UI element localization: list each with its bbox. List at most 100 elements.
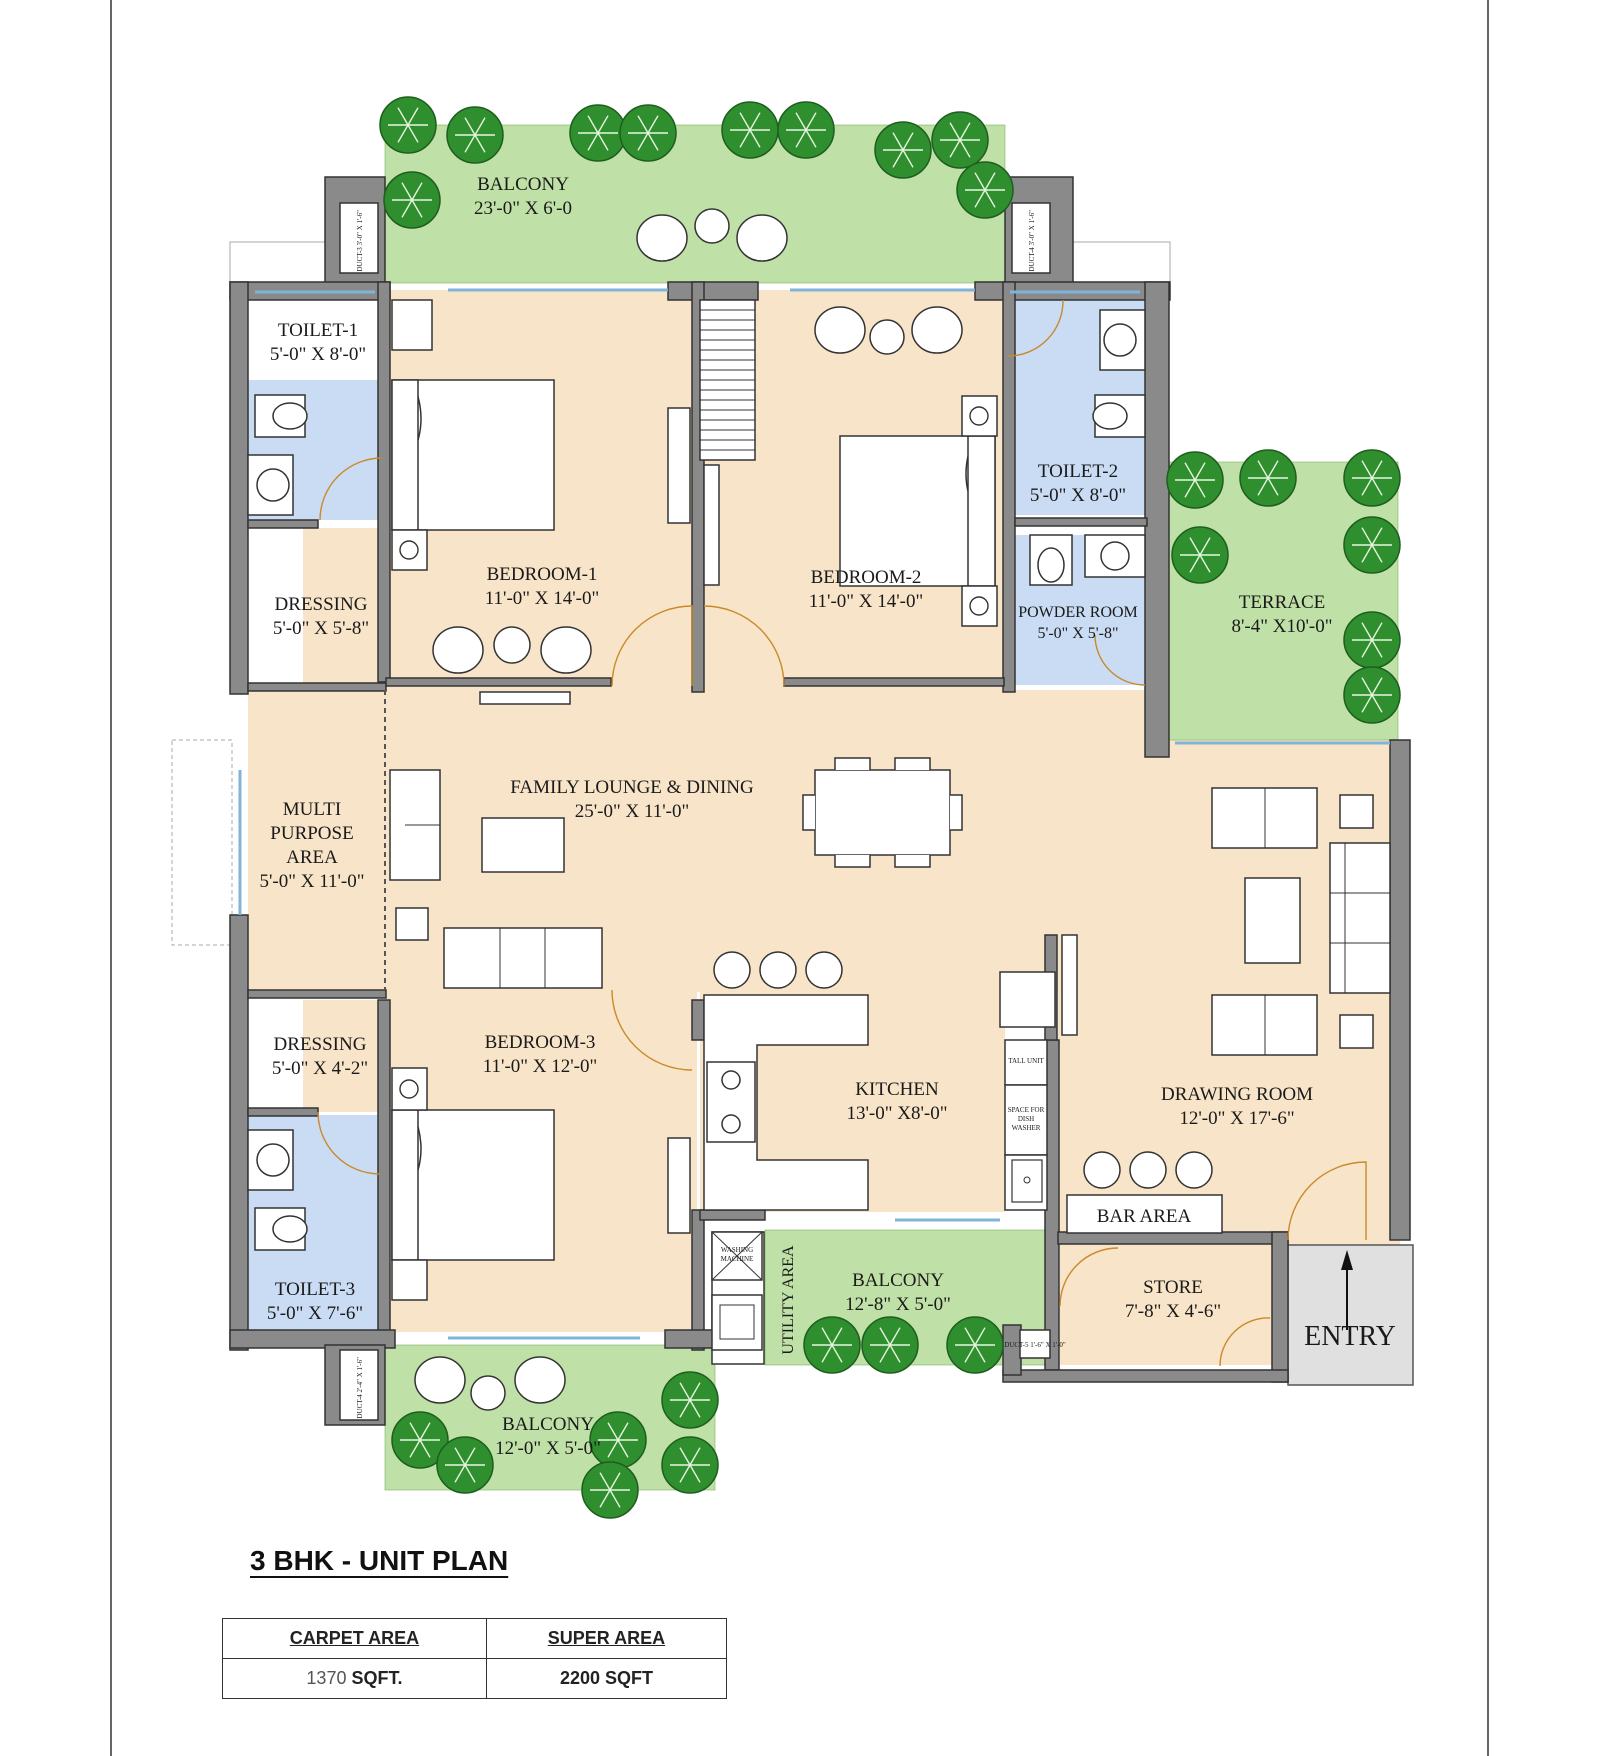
tree-icon [1239, 449, 1297, 507]
duct-4-box-top [1011, 202, 1051, 274]
toilet1-size: 5'-0" X 8'-0" [270, 344, 366, 365]
wardrobe-drawing [1061, 934, 1078, 1036]
tree-icon [1343, 516, 1401, 574]
toilet2-name: TOILET-2 [1038, 461, 1118, 482]
dining-table [802, 757, 963, 868]
balcony-top-size: 23'-0" X 6'-0 [474, 198, 572, 219]
carpet-area-value: 1370 [306, 1668, 347, 1688]
tree-icon [931, 111, 989, 169]
duct-5-box [1019, 1329, 1051, 1359]
multi-line3: AREA [286, 847, 338, 868]
bed-bedroom3 [391, 1067, 555, 1301]
entry-arrow-icon [1341, 1250, 1353, 1330]
tree-icon [379, 96, 437, 154]
terrace-size: 8'-4" X10'-0" [1232, 616, 1333, 637]
store-size: 7'-8" X 4'-6" [1125, 1301, 1221, 1322]
dish-label-2: DISH [1018, 1115, 1034, 1123]
toilet1-fixtures [247, 394, 308, 516]
tree-icon [661, 1371, 719, 1429]
toilet1-name: TOILET-1 [278, 320, 358, 341]
duct-5-label: DUCT-5 1'-6" X 1'-0" [1004, 1341, 1066, 1349]
tree-icon [803, 1316, 861, 1374]
multi-line2: PURPOSE [270, 823, 353, 844]
tree-icon [777, 101, 835, 159]
tree-icon [391, 1411, 449, 1469]
washing-label-1: WASHING [721, 1246, 753, 1254]
balcony-bottom-name: BALCONY [502, 1414, 594, 1435]
duct-4-box-bottom [339, 1349, 379, 1421]
family-lounge-size: 25'-0" X 11'-0" [575, 801, 690, 822]
tree-icon [446, 106, 504, 164]
toilet3-size: 5'-0" X 7'-6" [267, 1303, 363, 1324]
duct-4-bottom-label: DUCT-4 2'-4" X 1'-6" [356, 1357, 364, 1419]
tree-icon [861, 1316, 919, 1374]
staircase [699, 299, 756, 461]
tree-icon [721, 101, 779, 159]
tree-icon [661, 1436, 719, 1494]
tree-icon [956, 161, 1014, 219]
lounge-furniture [384, 690, 603, 990]
wardrobe-bedroom1 [667, 407, 691, 524]
tree-icon [569, 104, 627, 162]
bedroom3-size: 11'-0" X 12'-0" [483, 1056, 598, 1077]
toilet2-size: 5'-0" X 8'-0" [1030, 485, 1126, 506]
powder-size: 5'-0" X 5'-8" [1037, 625, 1118, 642]
dressing2-name: DRESSING [274, 1034, 367, 1055]
drawing-room-size: 12'-0" X 17'-6" [1179, 1108, 1294, 1129]
bedroom3-name: BEDROOM-3 [485, 1032, 596, 1053]
plan-title: 3 BHK - UNIT PLAN [250, 1545, 509, 1576]
terrace-name: TERRACE [1239, 592, 1326, 613]
dish-label-1: SPACE FOR [1008, 1106, 1045, 1114]
super-area-value: 2200 SQFT [485, 1658, 728, 1699]
powder-fixtures [1029, 534, 1146, 586]
kitchen-stools [713, 951, 843, 989]
trees [379, 96, 1401, 1519]
toilet2-fixtures [1092, 309, 1146, 438]
tree-icon [436, 1436, 494, 1494]
washing-label-2: MACHINE [721, 1255, 754, 1263]
powder-name: POWDER ROOM [1018, 604, 1138, 621]
balcony-mid-size: 12'-8" X 5'-0" [845, 1294, 951, 1315]
door-arcs [317, 299, 1367, 1367]
wardrobe-bedroom3 [667, 1137, 691, 1234]
bar-area-label: BAR AREA [1097, 1206, 1192, 1227]
carpet-area-unit: SQFT. [351, 1668, 403, 1688]
super-area-header: SUPER AREA [485, 1618, 728, 1659]
area-table: CARPET AREA SUPER AREA 1370 SQFT. 2200 S… [222, 1618, 728, 1699]
bar-stools [1066, 1151, 1223, 1234]
sitting-set-balcony-bottom [414, 1356, 566, 1411]
store-floor [1060, 1245, 1275, 1365]
tree-icon [581, 1461, 639, 1519]
tree-icon [1343, 666, 1401, 724]
tree-icon [589, 1411, 647, 1469]
area-table-header-row: CARPET AREA SUPER AREA [222, 1618, 728, 1659]
tree-icon [946, 1316, 1004, 1374]
tree-icon [1343, 611, 1401, 669]
tree-icon [383, 171, 441, 229]
bedroom2-size: 11'-0" X 14'-0" [809, 591, 924, 612]
sitting-set-bedroom1 [432, 626, 592, 674]
wardrobe-bedroom2 [703, 464, 720, 586]
dressing2-size: 5'-0" X 4'-2" [272, 1058, 368, 1079]
balcony-mid-name: BALCONY [852, 1270, 944, 1291]
multi-line1: MULTI [283, 799, 341, 820]
toilet3-fixtures [247, 1129, 308, 1251]
drawing-room-name: DRAWING ROOM [1161, 1084, 1313, 1105]
duct-3-box [339, 202, 379, 274]
kitchen-size: 13'-0" X8'-0" [847, 1103, 948, 1124]
tree-icon [1343, 449, 1401, 507]
area-table-value-row: 1370 SQFT. 2200 SQFT [222, 1658, 728, 1699]
utility-fixtures [711, 1231, 763, 1351]
carpet-area-cell: 1370 SQFT. [222, 1658, 487, 1699]
sitting-set-balcony-top [636, 208, 788, 262]
dish-label-3: WASHER [1012, 1124, 1041, 1132]
tall-unit-label: TALL UNIT [1008, 1057, 1044, 1065]
carpet-area-header: CARPET AREA [222, 1618, 487, 1659]
tree-icon [874, 121, 932, 179]
store-name: STORE [1143, 1277, 1203, 1298]
bedroom1-name: BEDROOM-1 [487, 564, 598, 585]
bed-bedroom1 [391, 299, 555, 571]
bedroom2-name: BEDROOM-2 [811, 567, 922, 588]
entry-label: ENTRY [1304, 1321, 1396, 1352]
